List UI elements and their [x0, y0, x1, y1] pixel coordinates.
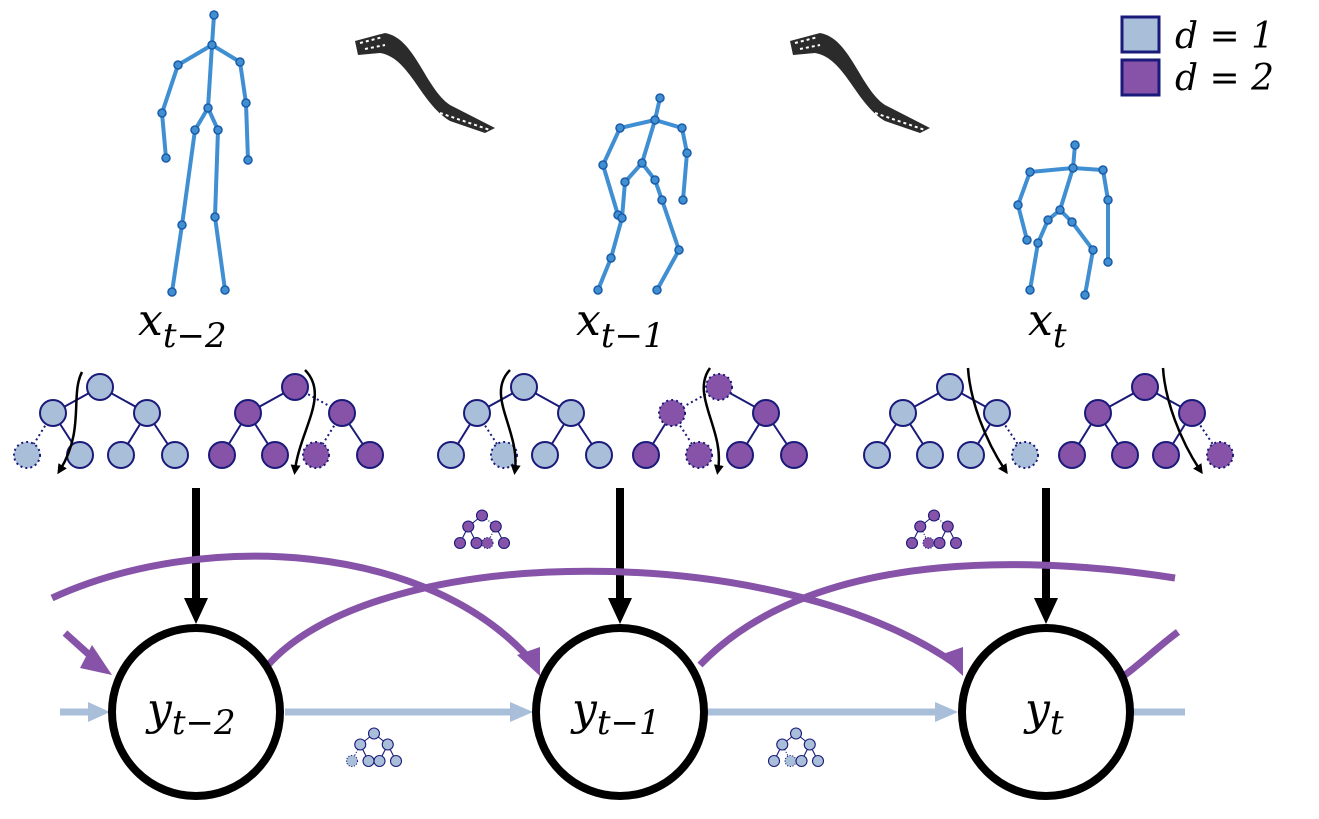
- observation-label: xt−1: [576, 295, 665, 356]
- skeleton-pose-icon: [593, 93, 692, 295]
- legend-label-d2: d = 2: [1175, 58, 1274, 99]
- legend-swatch-d1: [1120, 15, 1161, 54]
- legend-swatch-d2: [1120, 58, 1161, 97]
- state-node: yt: [958, 624, 1134, 800]
- skeleton-pose-icon: [1013, 140, 1113, 300]
- legend-label-d1: d = 1: [1175, 16, 1274, 57]
- tree-structure-icon: [345, 727, 403, 768]
- observation-label: xt: [1028, 295, 1067, 356]
- tree-structure-icon: [905, 509, 963, 550]
- state-label: yt: [1023, 684, 1064, 743]
- film-strip-icon: [790, 33, 930, 133]
- state-label: yt−2: [145, 684, 236, 743]
- tree-structure-icon: [437, 367, 808, 475]
- state-node: yt−1: [532, 624, 708, 800]
- observation-label: xt−2: [138, 295, 227, 356]
- skeleton-pose-icon: [157, 10, 253, 297]
- tree-structure-icon: [767, 727, 825, 768]
- tree-structure-icon: [863, 367, 1234, 475]
- legend: d = 1 d = 2: [1120, 15, 1274, 99]
- tree-structure-icon: [453, 509, 511, 550]
- d1-transition-arrows: [60, 702, 1185, 722]
- emission-arrows: [184, 488, 1058, 624]
- state-label: yt−1: [570, 684, 661, 743]
- film-strip-icon: [355, 33, 495, 133]
- d2-arrowheads: [80, 645, 963, 676]
- tree-structure-icon: [13, 369, 384, 475]
- state-node: yt−2: [108, 624, 284, 800]
